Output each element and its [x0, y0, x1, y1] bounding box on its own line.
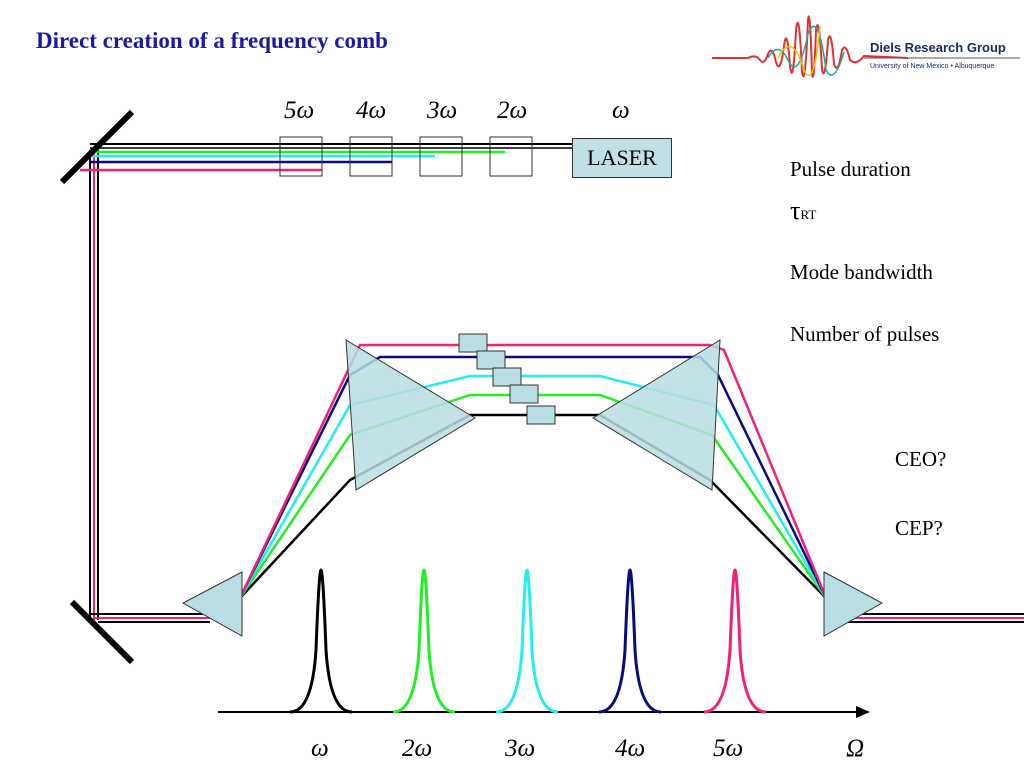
peak-1: [289, 568, 353, 714]
diels-logo: Diels Research Group University of New M…: [708, 0, 1024, 92]
bottom-left-mirror: [69, 599, 135, 665]
peak-5: [703, 568, 767, 714]
delay-blocks: [458, 333, 556, 425]
top-beams: [80, 143, 575, 172]
comb-peaks: [289, 568, 767, 714]
tau-subscript: RT: [800, 207, 817, 222]
top-label-5w: 5ω: [284, 97, 315, 124]
cep-label: CEP?: [895, 516, 943, 540]
peak-3: [495, 568, 559, 714]
left-small-prism: [181, 571, 243, 637]
logo-affiliation: University of New Mexico • Albuquerque: [870, 63, 994, 70]
number-of-pulses-label: Number of pulses: [790, 322, 940, 346]
tau-rt-label: τRT: [790, 196, 816, 226]
peak-2: [392, 568, 456, 714]
laser-box: LASER: [572, 138, 672, 178]
axis-arrow-icon: [856, 706, 870, 718]
tau-symbol: τ: [790, 196, 801, 225]
bottom-left-beam: [90, 613, 210, 623]
bottom-label-4w: 4ω: [615, 735, 646, 762]
top-label-4w: 4ω: [356, 97, 387, 124]
vertical-beam: [89, 150, 99, 620]
harmonic-box-5: [279, 136, 323, 177]
logo-wave-icon: Diels Research Group University of New M…: [712, 15, 1020, 78]
bottom-label-2w: 2ω: [402, 735, 433, 762]
pulse-duration-label: Pulse duration: [790, 157, 911, 181]
peak-4: [598, 568, 662, 714]
top-left-mirror: [59, 109, 135, 185]
right-large-prism: [592, 339, 721, 491]
bottom-label-w: ω: [311, 735, 329, 762]
top-label-3w: 3ω: [427, 97, 458, 124]
bottom-label-omega-cap: Ω: [846, 735, 865, 762]
page-title: Direct creation of a frequency comb: [36, 28, 388, 53]
mode-bandwidth-label: Mode bandwidth: [790, 260, 933, 284]
top-label-w: ω: [612, 97, 630, 124]
right-small-prism: [823, 571, 884, 637]
logo-group-name: Diels Research Group: [870, 40, 1006, 55]
harmonic-box-4: [349, 136, 393, 177]
output-beam: [848, 613, 1024, 623]
harmonic-box-2: [489, 136, 533, 177]
ceo-label: CEO?: [895, 447, 947, 471]
bottom-label-5w: 5ω: [713, 735, 744, 762]
harmonic-box-3: [419, 136, 463, 177]
left-large-prism: [345, 339, 476, 491]
top-label-2w: 2ω: [497, 97, 528, 124]
bottom-label-3w: 3ω: [505, 735, 536, 762]
dispersed-beams: [238, 343, 828, 599]
